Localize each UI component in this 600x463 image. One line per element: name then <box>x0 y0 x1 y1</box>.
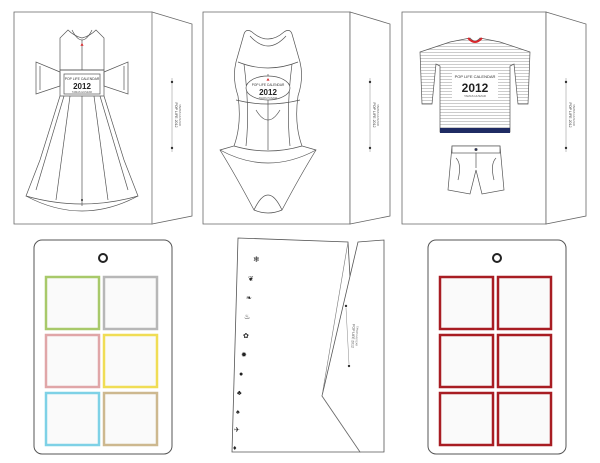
photo-frame <box>496 275 553 331</box>
bodysuit-side-title: POP LIFE 2012 <box>372 102 376 127</box>
photo-frame <box>44 275 101 331</box>
dress-brand-line: POP LIFE CALENDAR <box>65 77 100 81</box>
hang-hole-icon <box>492 253 502 263</box>
hang-hole-icon <box>98 253 108 263</box>
flower-icon: ✿ <box>243 333 249 340</box>
strip-side-subtitle: TAMAS HUSZAR <box>354 326 359 346</box>
photo-frame <box>438 275 495 331</box>
bodysuit-brand-line: POP LIFE CALENDAR <box>252 83 285 87</box>
tag-red <box>427 239 567 455</box>
panel-bodysuit: POP LIFE CALENDAR 2012 TAMAS HUSZAR POP … <box>202 11 391 225</box>
red-marker-icon <box>80 43 84 46</box>
photo-frame <box>496 333 553 389</box>
red-marker-icon <box>266 78 270 81</box>
sweater-illustration <box>419 37 531 133</box>
shorts-illustration <box>447 145 505 195</box>
folded-calendar-strip: ❄ ❦ ❧ ♨ ✿ ✹ ● ♣ ♠ ✈ ♦ POP LIFE 2012 TAMA… <box>231 237 385 453</box>
bodysuit-side-subtitle: TAMAS HUSZAR <box>376 104 380 126</box>
sweater-year-label: 2012 <box>462 81 489 95</box>
strip-side-title: POP LIFE 2012 <box>350 324 355 348</box>
panel-sweater: POP LIFE CALENDAR 2012 TAMAS HUSZAR POP … <box>401 11 587 225</box>
photo-frame <box>102 333 159 389</box>
bodysuit-illustration <box>219 30 317 214</box>
sun-icon: ✹ <box>241 351 247 359</box>
drop-icon: ♣ <box>237 390 242 397</box>
dress-side-title: POP LIFE 2012 <box>174 102 178 127</box>
month-icon-column: ❄ ❦ ❧ ♨ ✿ ✹ ● ♣ ♠ ✈ ♦ <box>233 255 260 452</box>
gift-icon: ♦ <box>233 445 237 452</box>
photo-frame-grid <box>438 275 553 447</box>
sweater-side-title: POP LIFE 2012 <box>568 102 572 127</box>
sweater-side-subtitle: TAMAS HUSZAR <box>572 104 576 126</box>
panel-dress: POP LIFE CALENDAR 2012 TAMAS HUSZAR POP … <box>13 11 193 225</box>
photo-frame <box>438 333 495 389</box>
photo-frame <box>438 391 495 447</box>
bodysuit-year-label: 2012 <box>259 88 277 97</box>
bodysuit-subline: TAMAS HUSZAR <box>259 97 278 100</box>
photo-frame <box>102 275 159 331</box>
sweater-brand-line: POP LIFE CALENDAR <box>455 74 496 79</box>
photo-frame <box>496 391 553 447</box>
photo-frame <box>44 333 101 389</box>
dress-side-subtitle: TAMAS HUSZAR <box>178 104 182 126</box>
snowflake-icon: ❄ <box>253 255 260 264</box>
ball-icon: ● <box>239 371 243 378</box>
heart-icon: ❦ <box>248 276 254 283</box>
sweater-subline: TAMAS HUSZAR <box>464 94 486 98</box>
photo-frame <box>44 391 101 447</box>
dress-subline: TAMAS HUSZAR <box>72 90 92 94</box>
tree-icon: ♠ <box>236 409 240 416</box>
flame-icon: ♨ <box>244 313 250 321</box>
dress-year-label: 2012 <box>73 82 91 91</box>
dress-illustration <box>25 29 139 212</box>
photo-frame <box>102 391 159 447</box>
leaf-icon: ❧ <box>246 295 252 302</box>
bird-icon: ✈ <box>234 427 240 434</box>
photo-frame-grid <box>44 275 159 447</box>
tag-multicolor <box>33 239 173 455</box>
